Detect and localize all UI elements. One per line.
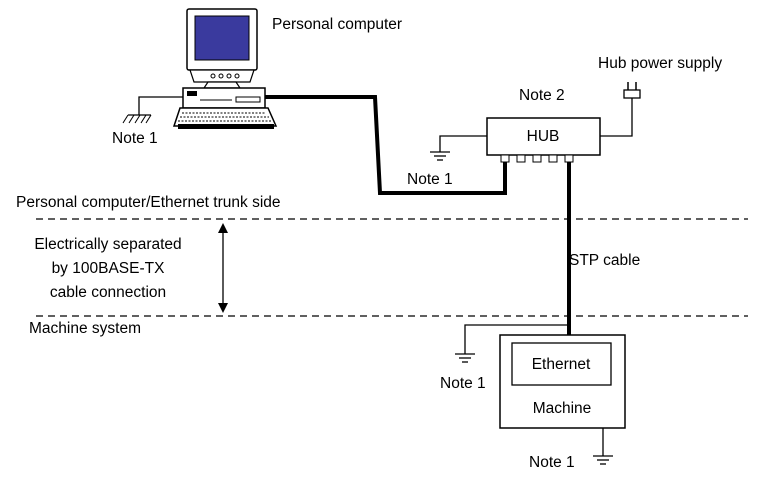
note1-pc-label: Note 1 [112, 130, 158, 147]
hub-power-wire [600, 98, 633, 137]
note1-cable-label: Note 1 [407, 171, 453, 188]
separation-text-line3: cable connection [50, 284, 166, 301]
separation-text-line2: by 100BASE-TX [52, 260, 166, 277]
hub-box [486, 117, 601, 156]
hub-ground-wire [439, 135, 487, 152]
ethernet-label: Ethernet [532, 356, 591, 373]
hub-label: HUB [527, 128, 560, 145]
note1-machine-left-label: Note 1 [440, 375, 486, 392]
machine-left-ground-wire [464, 324, 569, 354]
ground-symbol-icon [455, 353, 475, 363]
double-arrow-icon [218, 223, 228, 313]
ground-symbol-icon [593, 455, 613, 465]
pc-ground-wire [138, 96, 183, 115]
note1-machine-bottom-label: Note 1 [529, 454, 575, 471]
note2-label: Note 2 [519, 87, 565, 104]
hub-power-supply-label: Hub power supply [598, 55, 722, 72]
hub-ports [500, 154, 574, 163]
ethernet-box [511, 342, 612, 386]
ground-symbol-icon [122, 114, 152, 124]
personal-computer-label: Personal computer [272, 16, 402, 33]
pc-ethernet-side-label: Personal computer/Ethernet trunk side [16, 194, 281, 211]
power-plug-icon [623, 82, 641, 99]
machine-label: Machine [533, 400, 592, 417]
stp-cable-label: STP cable [569, 252, 640, 269]
pc-hub-cable [265, 95, 507, 195]
machine-system-label: Machine system [29, 320, 141, 337]
ground-symbol-icon [430, 151, 450, 161]
separation-text-line1: Electrically separated [34, 236, 181, 253]
computer-icon [172, 8, 278, 129]
